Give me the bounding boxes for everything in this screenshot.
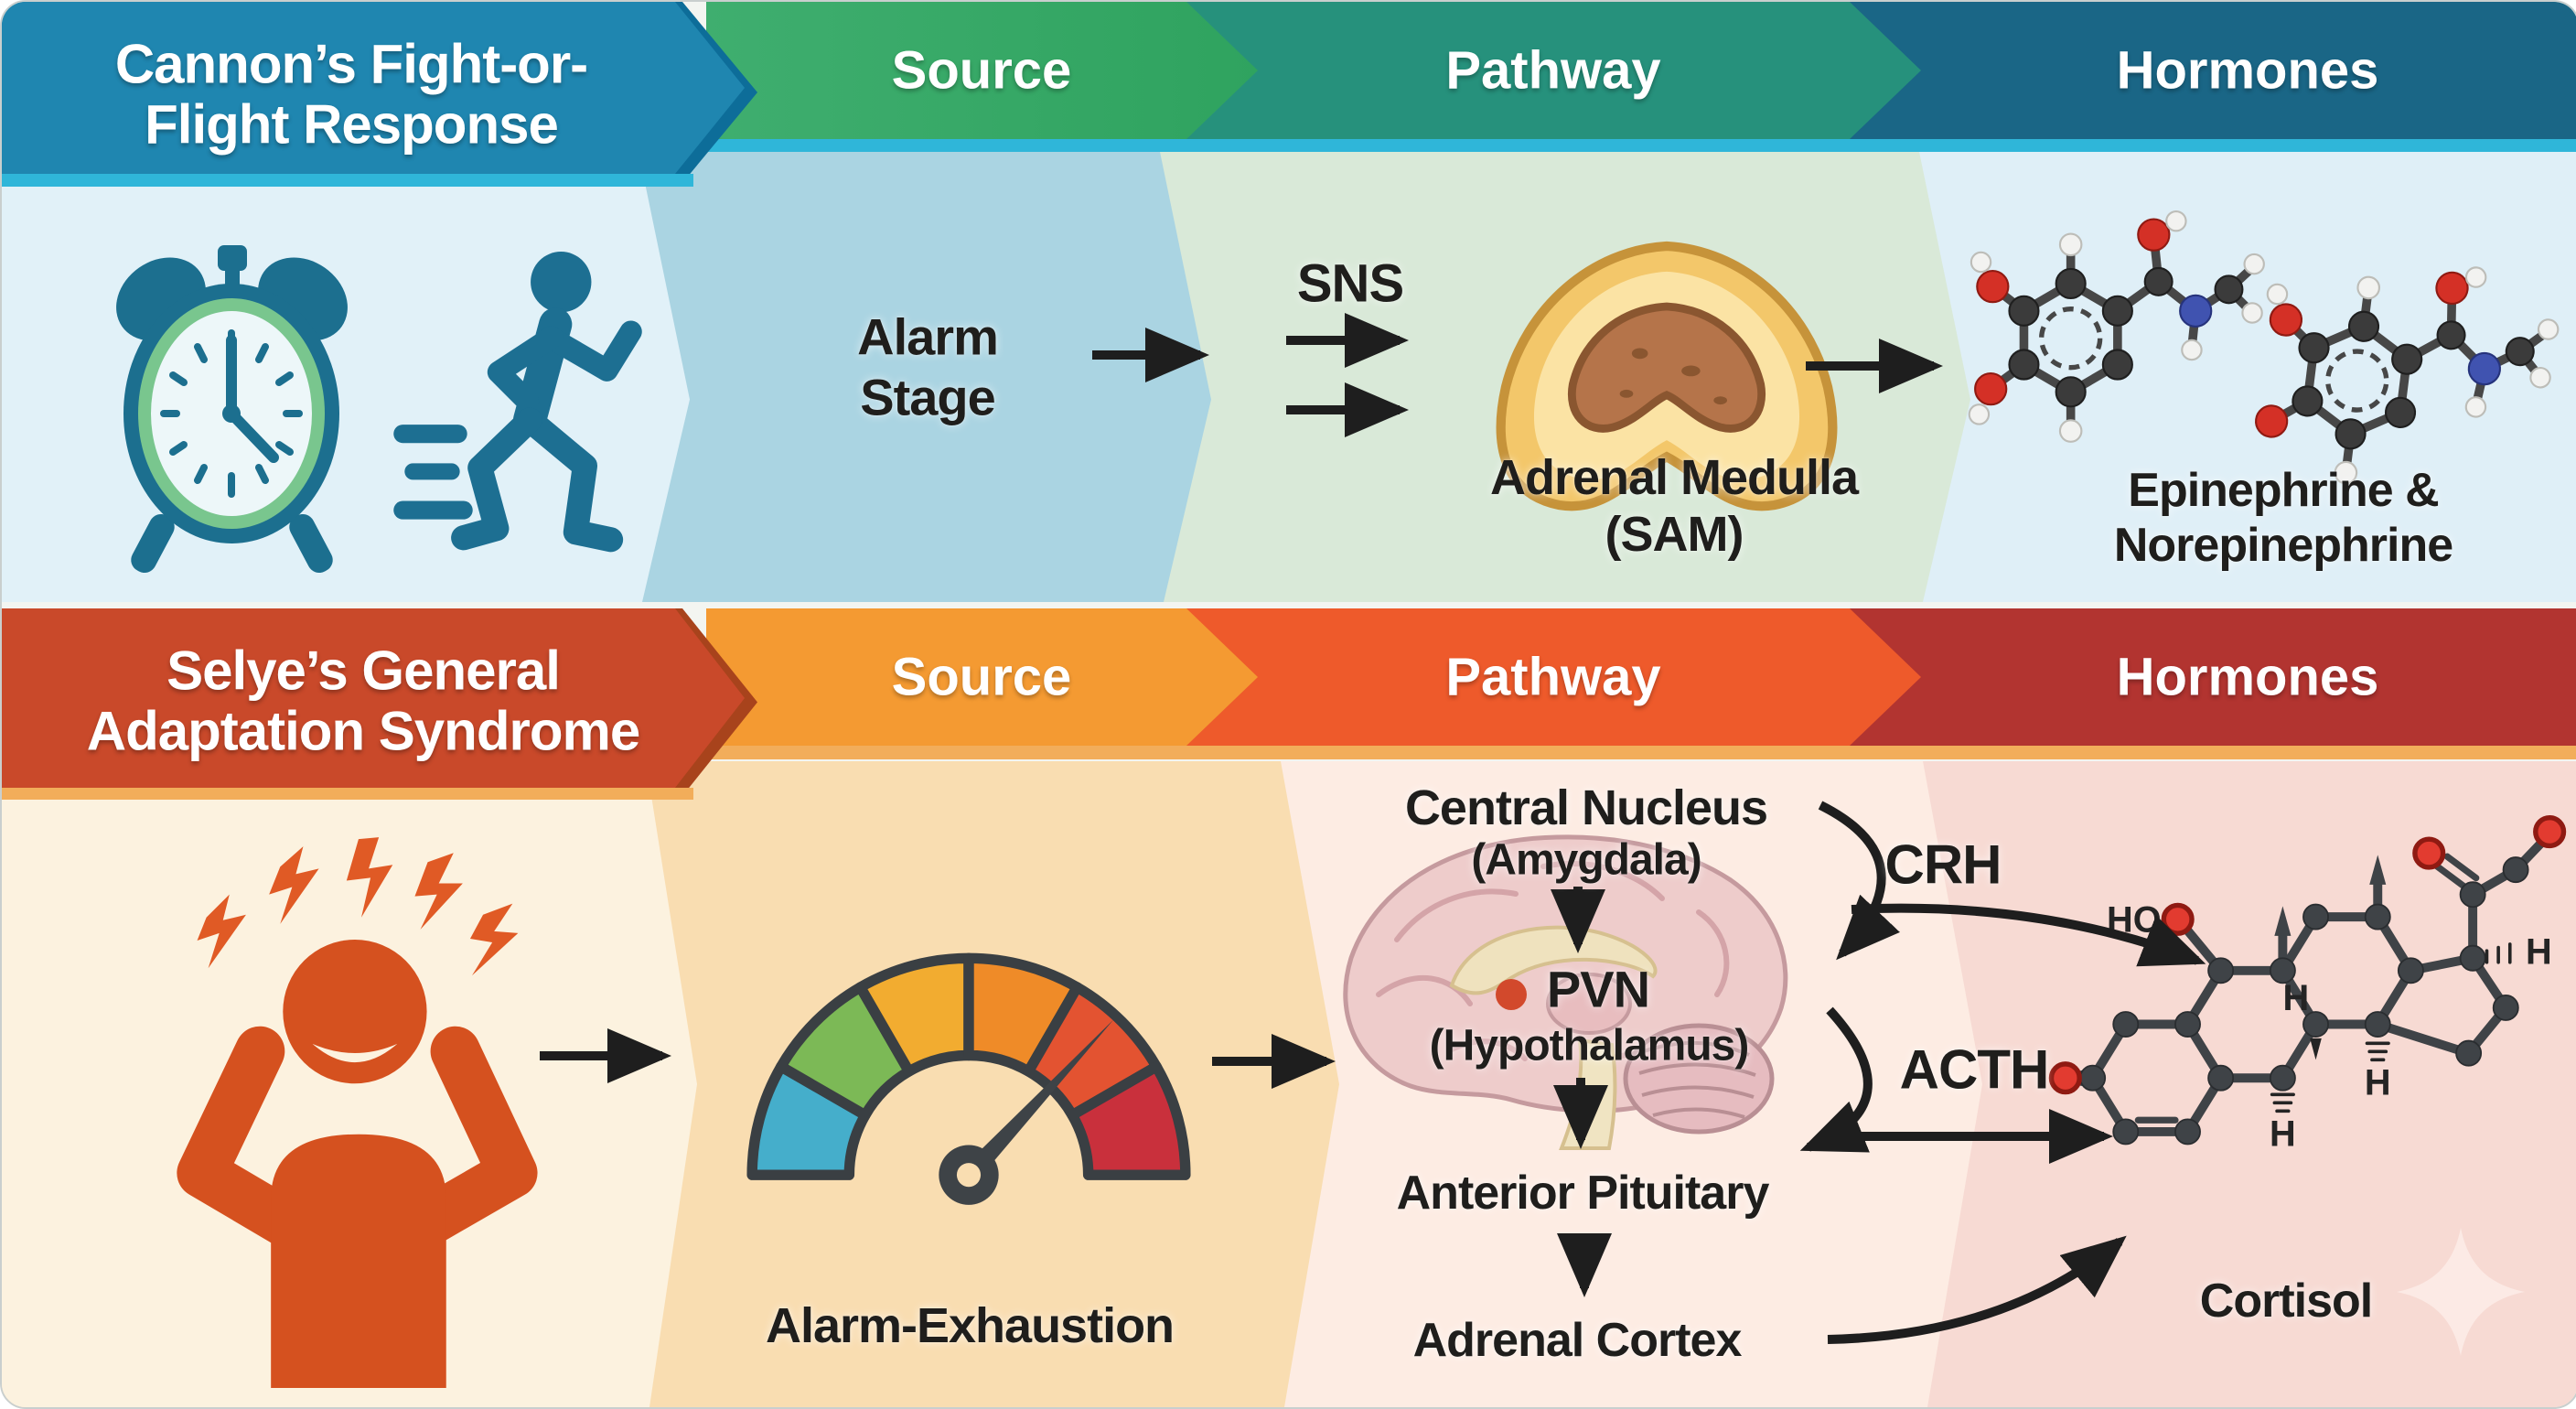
selye-title-line2: Adaptation Syndrome	[86, 700, 640, 762]
cortisol-label: Cortisol	[2199, 1275, 2373, 1328]
adrenal-medulla-label-line2: (SAM)	[1605, 507, 1744, 562]
sns-label: SNS	[1296, 253, 1404, 314]
crh-to-cortisol-arrow-icon	[1851, 903, 2206, 967]
cortex-to-cortisol-arrow-icon	[1827, 1235, 2127, 1344]
molecule-norepinephrine-icon	[2255, 266, 2560, 485]
adrenal-cortex-label: Adrenal Cortex	[1412, 1314, 1743, 1367]
cortisol-h-label: H	[2526, 932, 2552, 973]
selye-title-chevron	[2, 608, 745, 788]
crh-label: CRH	[1884, 834, 2002, 896]
selye-header-source: Source	[891, 647, 1072, 707]
cannon-source-chevron	[706, 2, 1258, 139]
lightning-bolt-icon	[197, 837, 519, 976]
anterior-pituitary-label: Anterior Pituitary	[1396, 1167, 1770, 1220]
selye-title-underline	[2, 788, 693, 800]
cortisol-h-label: H	[2365, 1062, 2391, 1102]
stress-gauge-icon	[746, 952, 1191, 1205]
cortisol-h-label: H	[2282, 978, 2309, 1018]
central-nucleus-label-line1: Central Nucleus	[1404, 780, 1768, 835]
cannon-header-source: Source	[891, 40, 1072, 101]
running-person-icon	[393, 252, 642, 553]
epinephrine-label-line2: Norepinephrine	[2113, 519, 2453, 572]
stressed-person-icon	[177, 837, 538, 1388]
pvn-label-line2: (Hypothalamus)	[1429, 1021, 1750, 1070]
pvn-to-pituitary-arrow-icon	[1799, 1006, 1873, 1153]
cannon-header-pathway: Pathway	[1445, 40, 1661, 101]
cannon-title-chevron	[2, 2, 745, 174]
selye-source-chevron	[706, 608, 1258, 746]
selye-title-line1: Selye’s General	[166, 640, 561, 702]
alarm-stage-label-line1: Alarm	[857, 307, 999, 366]
alarm-stage-label-line2: Stage	[860, 368, 995, 426]
selye-pathway-chevron	[1186, 608, 1921, 746]
adrenal-medulla-icon	[1496, 241, 1838, 511]
epinephrine-label-line1: Epinephrine &	[2128, 464, 2439, 517]
pvn-dot	[1496, 979, 1527, 1010]
cannon-title-line2: Flight Response	[145, 93, 559, 156]
pvn-label-line1: PVN	[1546, 960, 1650, 1018]
central-nucleus-label-line2: (Amygdala)	[1471, 835, 1701, 885]
cannon-title-underline	[2, 174, 693, 187]
adrenal-medulla-label-line1: Adrenal Medulla	[1489, 450, 1859, 505]
cannon-header-hormones: Hormones	[2116, 40, 2379, 101]
acth-label: ACTH	[1899, 1038, 2050, 1101]
selye-header-hormones: Hormones	[2116, 647, 2379, 707]
cannon-pathway-chevron	[1186, 2, 1921, 139]
molecule-epinephrine-icon	[1968, 210, 2265, 443]
gauge-label: Alarm-Exhaustion	[765, 1298, 1175, 1353]
cannon-title-line1: Cannon’s Fight-or-	[114, 33, 588, 95]
alarm-clock-icon	[116, 245, 348, 574]
sparkle-icon	[2397, 1228, 2525, 1356]
crh-feedback-arrow-icon	[1818, 801, 1900, 961]
cortisol-h-label: H	[2270, 1113, 2296, 1154]
selye-header-pathway: Pathway	[1445, 647, 1661, 707]
